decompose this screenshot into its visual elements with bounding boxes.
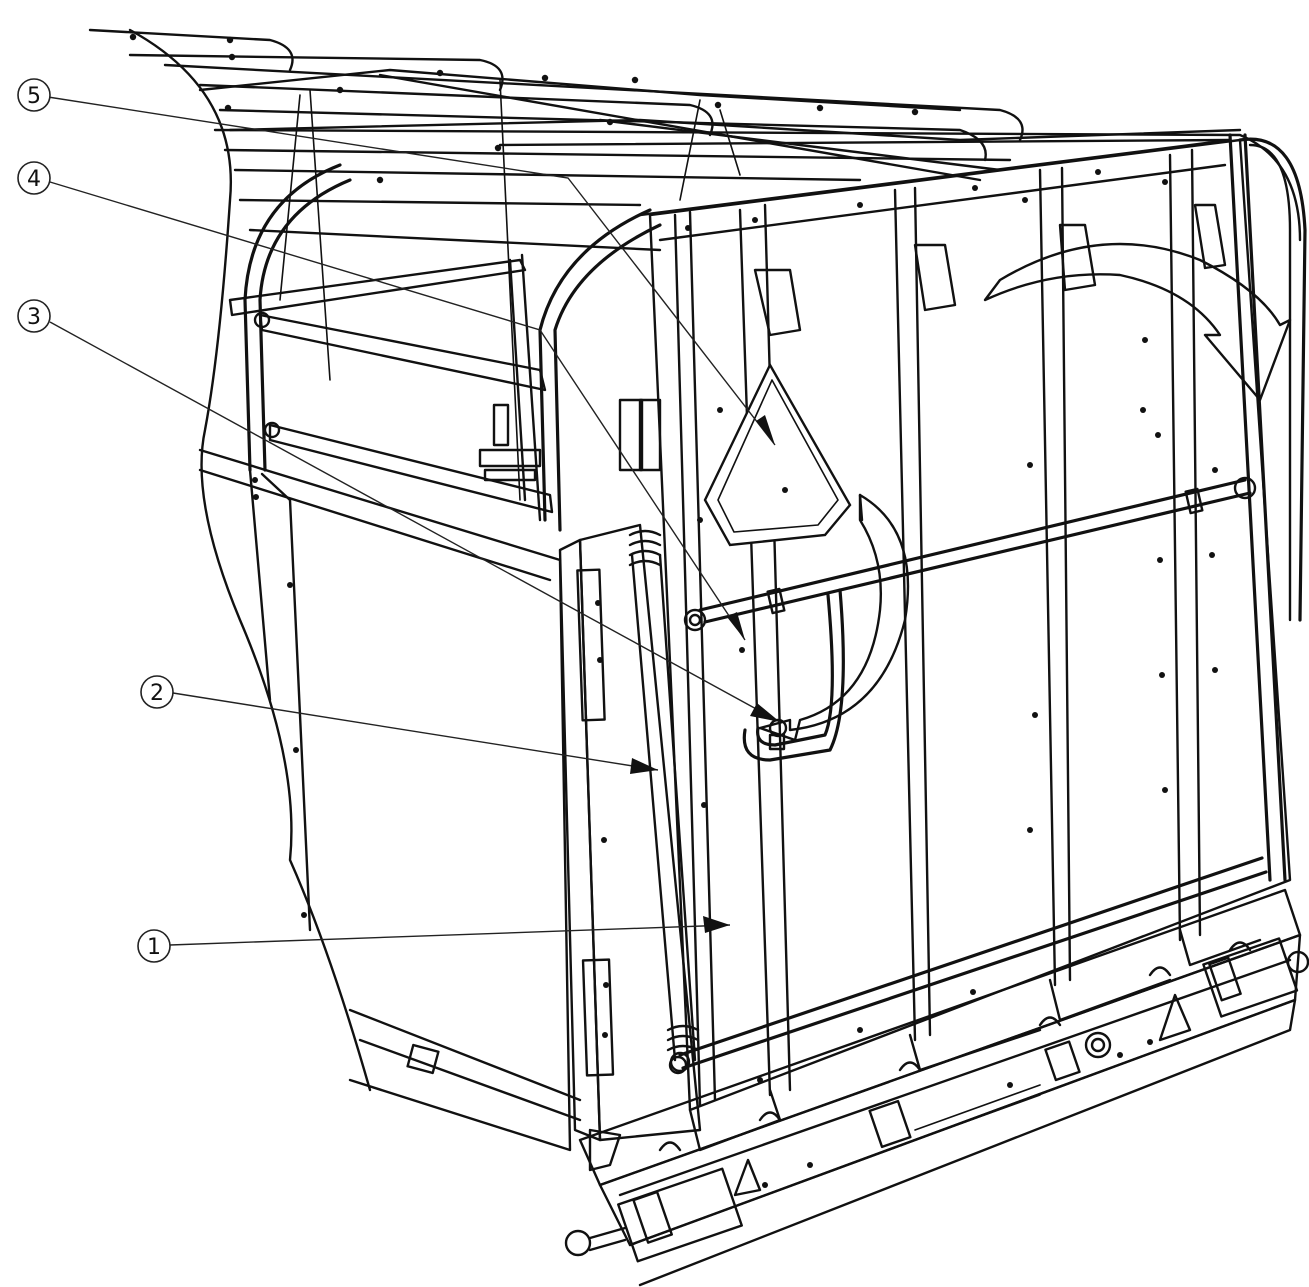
- rear-gate: [638, 133, 1307, 1112]
- arrowhead-1: [703, 916, 730, 933]
- leader-lines: [47, 96, 781, 946]
- left-side-wall: [198, 163, 662, 1152]
- arrowhead-5: [756, 415, 775, 445]
- gate-handle: [742, 588, 845, 762]
- arrowhead-4: [727, 612, 745, 640]
- cutaway-boundary: [128, 28, 372, 1092]
- svg-text:3: 3: [27, 305, 41, 330]
- gas-spring: [628, 529, 662, 567]
- roof-bolts: [129, 33, 919, 184]
- left-corner-post: [558, 398, 702, 1142]
- svg-text:2: 2: [150, 681, 164, 706]
- arrowhead-3: [750, 703, 780, 722]
- rear-bumper: [564, 888, 1309, 1287]
- svg-text:1: 1: [147, 935, 161, 960]
- callout-5: 5: [17, 78, 51, 112]
- callout-1: 1: [137, 929, 171, 963]
- curved-arrow-icon: [758, 242, 1292, 742]
- callout-3: 3: [17, 299, 51, 333]
- arrowhead-2: [630, 758, 658, 774]
- callout-2: 2: [140, 675, 174, 709]
- triangle-reflector-icon: [703, 362, 852, 547]
- callout-4: 4: [17, 161, 51, 195]
- lower-locking-bar: [669, 856, 1268, 1073]
- svg-text:5: 5: [27, 84, 41, 109]
- svg-text:4: 4: [27, 167, 41, 192]
- upper-locking-bar: [683, 476, 1257, 632]
